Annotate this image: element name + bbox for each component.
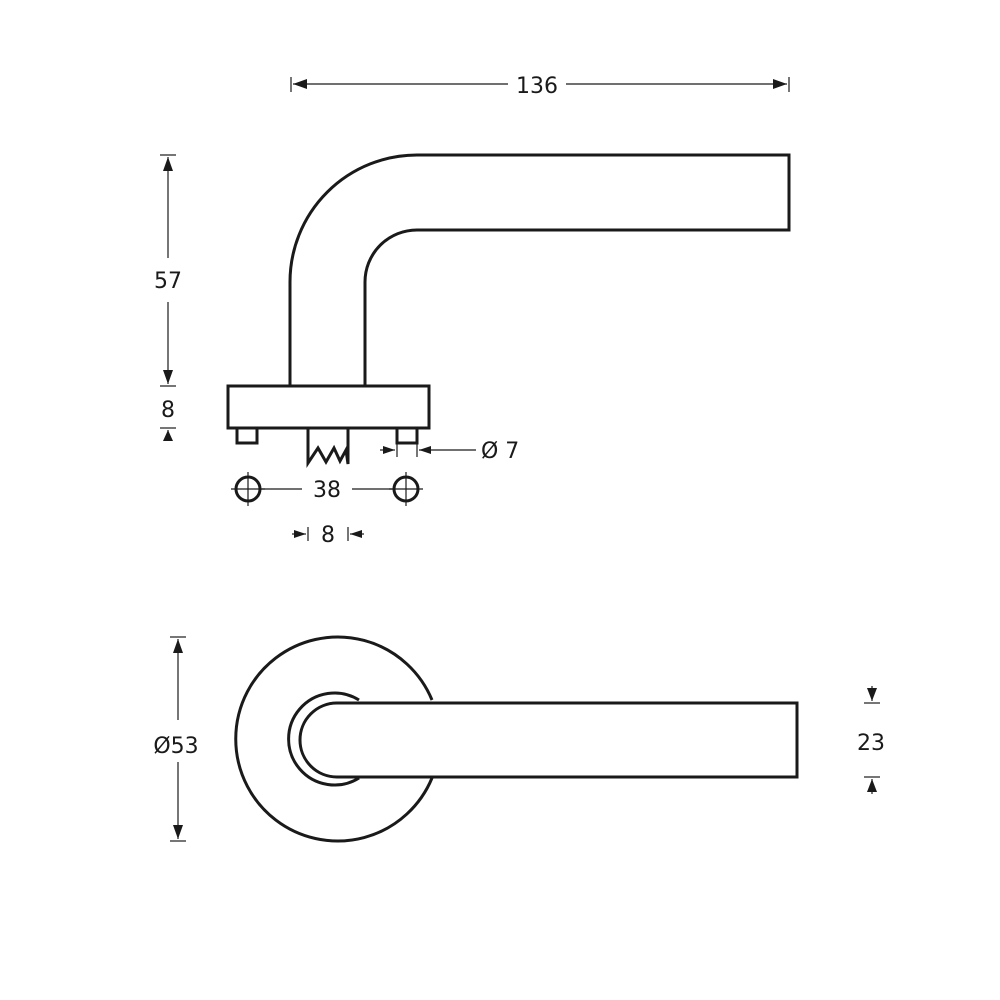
dim-label-rose-diameter: Ø53 xyxy=(153,734,198,759)
dim-label-overall-length: 136 xyxy=(516,74,558,99)
dimension-lever-width: 23 xyxy=(857,686,885,794)
fixing-pin-right xyxy=(395,426,419,445)
dimension-rose-diameter: Ø53 xyxy=(153,636,199,842)
dimension-spindle-size: 8 xyxy=(292,523,364,548)
rose-circle-front xyxy=(234,635,434,843)
boss-ring-front xyxy=(287,691,360,787)
side-view xyxy=(226,153,791,468)
fixing-pin-left xyxy=(235,426,259,445)
lever-side-outline xyxy=(288,153,791,386)
dim-label-lever-width: 23 xyxy=(857,731,885,756)
dim-label-spindle-size: 8 xyxy=(321,523,335,548)
dim-label-screw-spacing: 38 xyxy=(313,478,341,503)
dim-label-pin-diameter: Ø 7 xyxy=(481,439,519,464)
dimension-screw-spacing: 38 xyxy=(231,472,423,506)
dimension-overall-length: 136 xyxy=(290,74,790,99)
dimension-rose-thickness: 8 xyxy=(160,398,176,441)
lever-front-outline xyxy=(298,701,799,779)
dimension-lever-height: 57 xyxy=(154,154,182,387)
front-view xyxy=(234,635,799,843)
dim-label-lever-height: 57 xyxy=(154,269,182,294)
spindle-side xyxy=(306,428,350,468)
dimension-pin-diameter: Ø 7 xyxy=(380,439,519,464)
rose-plate-side xyxy=(226,384,431,430)
dim-label-rose-thickness: 8 xyxy=(161,398,175,423)
